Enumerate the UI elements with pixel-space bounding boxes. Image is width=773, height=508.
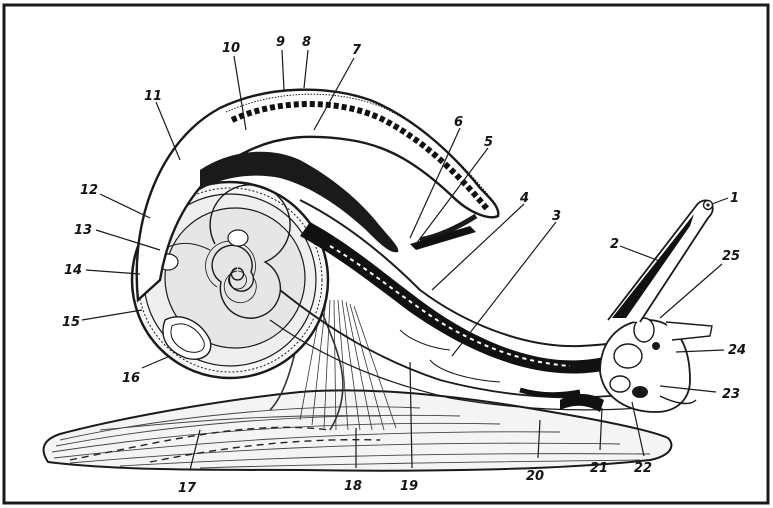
label-21: 21 — [590, 461, 608, 476]
label-9: 9 — [276, 35, 285, 50]
label-6: 6 — [454, 115, 463, 130]
label-3: 3 — [552, 209, 561, 224]
label-7: 7 — [352, 43, 362, 58]
label-14: 14 — [64, 263, 82, 278]
label-10: 10 — [222, 41, 240, 56]
label-1: 1 — [730, 191, 739, 206]
label-15: 15 — [62, 315, 80, 330]
label-5: 5 — [484, 135, 493, 150]
label-11: 11 — [144, 89, 162, 104]
label-12: 12 — [80, 183, 98, 198]
label-16: 16 — [122, 371, 140, 386]
label-25: 25 — [722, 249, 740, 264]
label-23: 23 — [722, 387, 740, 402]
label-4: 4 — [519, 191, 529, 206]
label-2: 2 — [610, 237, 619, 252]
label-13: 13 — [74, 223, 92, 238]
label-24: 24 — [728, 343, 746, 358]
label-22: 22 — [634, 461, 652, 476]
label-8: 8 — [302, 35, 311, 50]
label-20: 20 — [526, 469, 544, 484]
label-19: 19 — [400, 479, 418, 494]
label-18: 18 — [344, 479, 362, 494]
label-17: 17 — [178, 481, 197, 496]
